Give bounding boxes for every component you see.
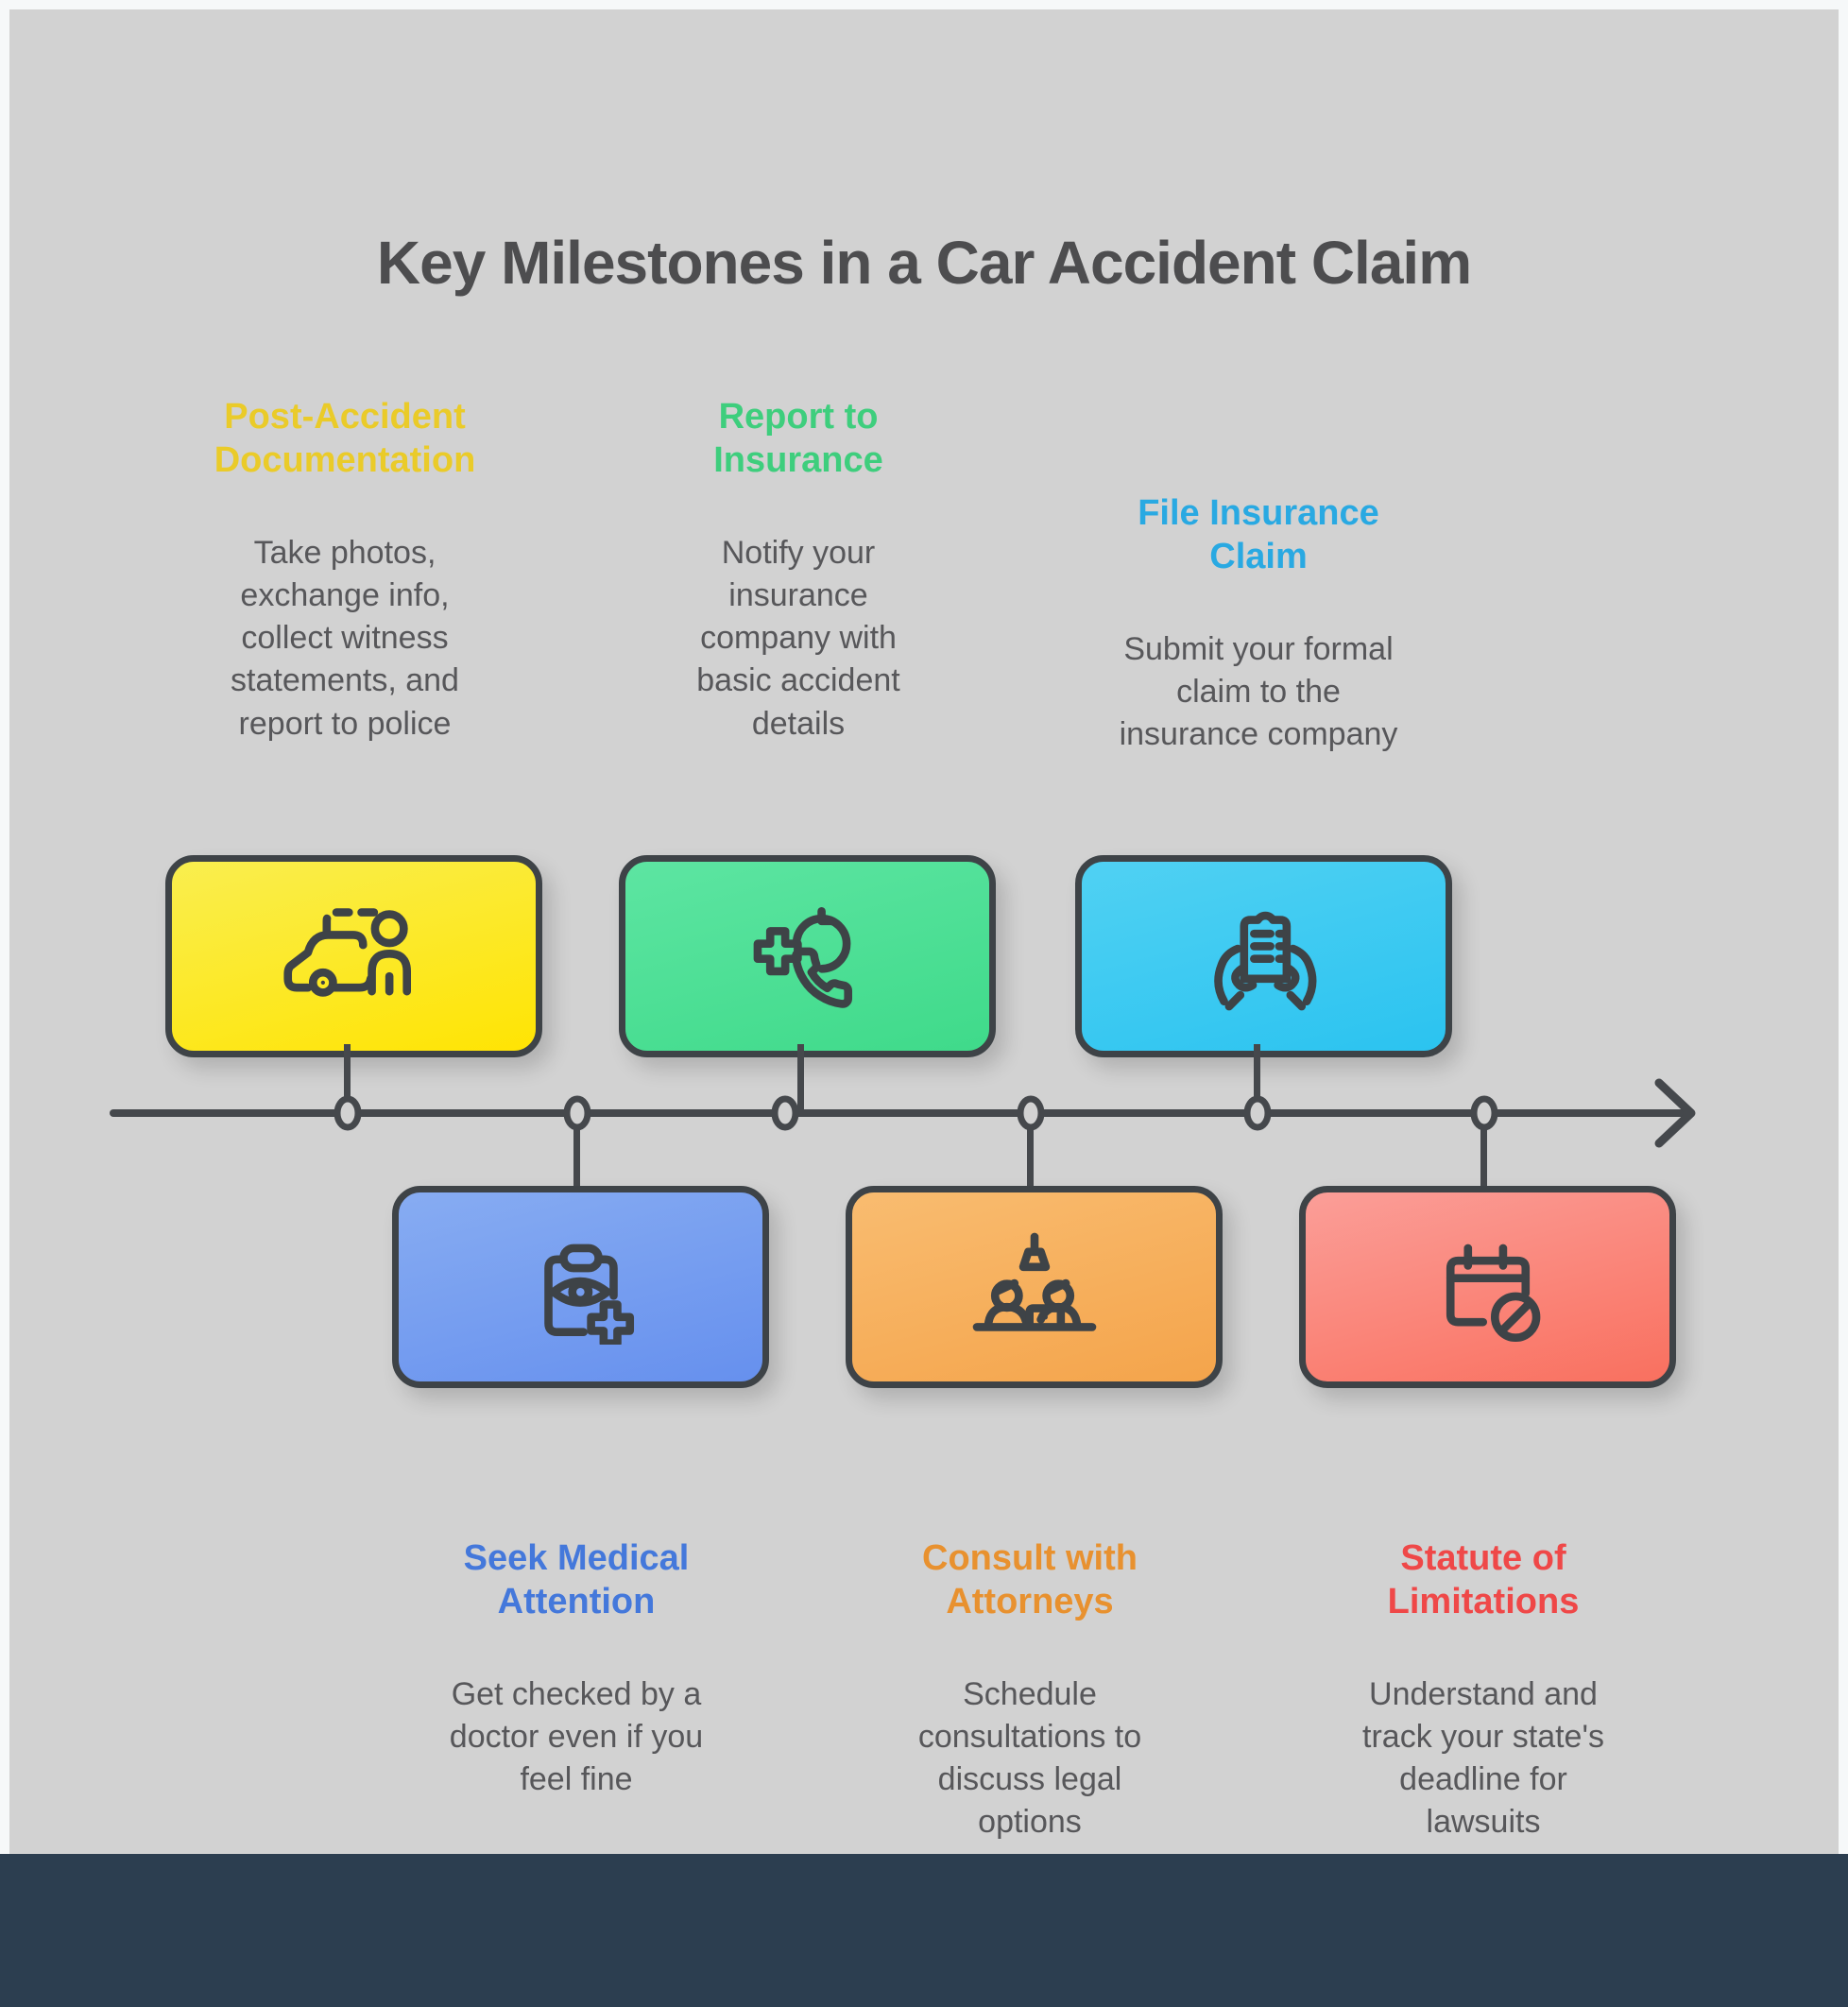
timeline-node xyxy=(771,1095,799,1131)
car-person-photo-icon xyxy=(282,908,411,997)
milestone-box-attorneys xyxy=(846,1186,1223,1388)
timeline-arrow-icon xyxy=(1654,1078,1696,1148)
milestone-box-report-insurance xyxy=(619,855,996,1057)
milestone-text-attorneys: Consult with Attorneys Schedule consulta… xyxy=(841,1519,1219,1861)
medical-clipboard-eye-icon xyxy=(543,1244,634,1345)
page-title: Key Milestones in a Car Accident Claim xyxy=(376,228,1472,297)
milestone-text-post-accident: Post-Accident Documentation Take photos,… xyxy=(156,378,534,763)
milestone-box-statute xyxy=(1299,1186,1676,1388)
connector-line xyxy=(573,1113,580,1186)
timeline-node xyxy=(1243,1095,1272,1131)
milestone-description: Take photos, exchange info, collect witn… xyxy=(231,534,459,742)
connector-line xyxy=(1480,1113,1487,1186)
timeline xyxy=(110,1078,1696,1148)
milestone-description: Notify your insurance company with basic… xyxy=(696,534,900,742)
connector-line xyxy=(1254,1044,1260,1113)
connector-line xyxy=(797,1044,804,1113)
milestone-title: File Insurance Claim xyxy=(1138,493,1379,577)
milestone-description: Schedule consultations to discuss legal … xyxy=(917,1675,1142,1841)
milestone-description: Submit your formal claim to the insuranc… xyxy=(1119,630,1398,753)
connector-line xyxy=(1027,1113,1034,1186)
milestone-title: Report to Insurance xyxy=(713,397,883,481)
timeline-node xyxy=(1470,1095,1498,1131)
milestone-box-medical xyxy=(392,1186,769,1388)
calendar-deadline-icon xyxy=(1446,1244,1540,1343)
milestone-title: Statute of Limitations xyxy=(1387,1538,1580,1622)
timeline-node xyxy=(563,1095,591,1131)
milestone-text-report-insurance: Report to Insurance Notify your insuranc… xyxy=(609,378,987,763)
milestone-title: Seek Medical Attention xyxy=(463,1538,690,1622)
milestone-description: Understand and track your state's deadli… xyxy=(1362,1675,1604,1841)
footer-bar xyxy=(0,1854,1848,2007)
milestone-text-medical: Seek Medical Attention Get checked by a … xyxy=(387,1519,765,1818)
attorney-meeting-icon xyxy=(972,1232,1096,1331)
hands-claim-document-icon xyxy=(1213,911,1316,1011)
phone-call-clock-icon xyxy=(753,906,852,1008)
timeline-node xyxy=(1017,1095,1045,1131)
milestone-text-file-claim: File Insurance Claim Submit your formal … xyxy=(1060,474,1457,773)
milestone-title: Consult with Attorneys xyxy=(922,1538,1138,1622)
timeline-node xyxy=(334,1095,362,1131)
milestone-description: Get checked by a doctor even if you feel… xyxy=(449,1675,704,1798)
milestone-box-post-accident xyxy=(165,855,542,1057)
milestone-title: Post-Accident Documentation xyxy=(214,397,476,481)
connector-line xyxy=(344,1044,351,1113)
milestone-text-statute: Statute of Limitations Understand and tr… xyxy=(1294,1519,1672,1861)
milestone-box-file-claim xyxy=(1075,855,1452,1057)
